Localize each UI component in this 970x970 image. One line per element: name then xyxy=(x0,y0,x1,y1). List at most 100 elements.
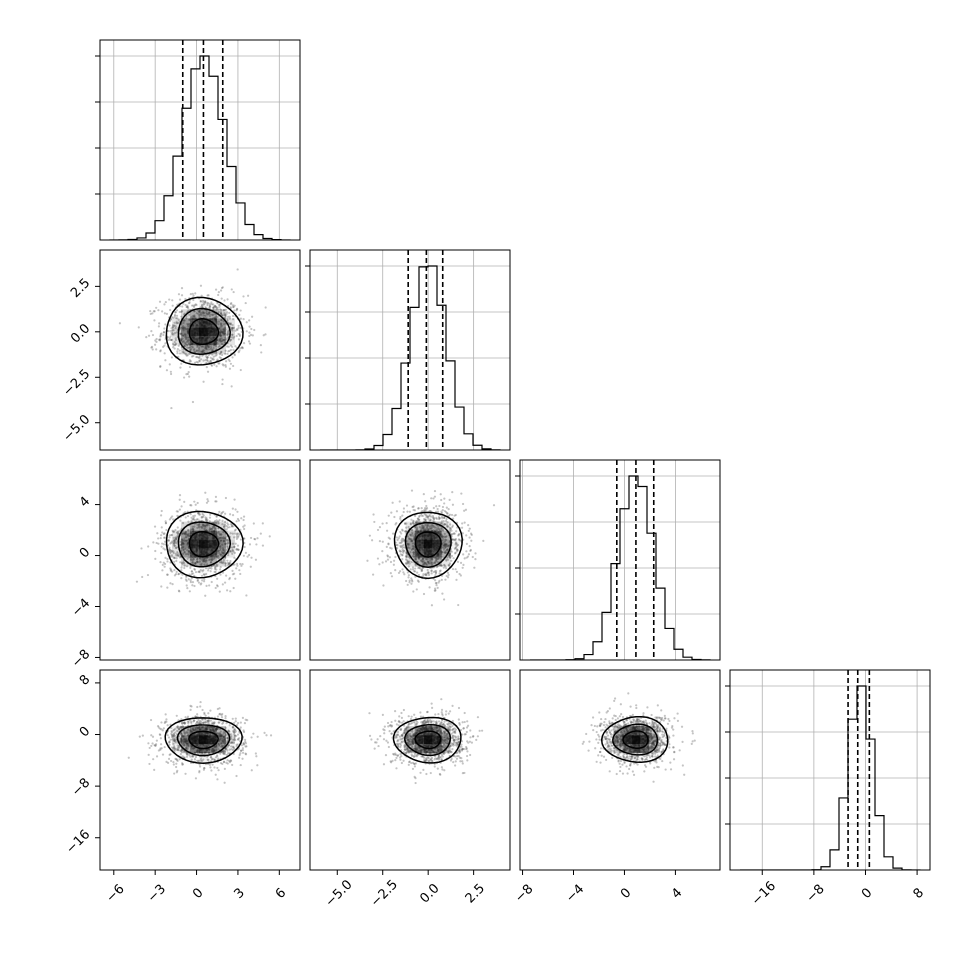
density-cell xyxy=(189,744,199,754)
y-tick-label: −2.5 xyxy=(60,367,93,400)
x-tick-label: −5.0 xyxy=(323,877,356,910)
density-cell xyxy=(405,557,415,567)
density-cell xyxy=(198,539,208,549)
y-tick-label: −4 xyxy=(69,596,93,620)
density-cell xyxy=(198,521,208,531)
density-cell xyxy=(198,354,208,364)
panel-frame xyxy=(309,669,511,871)
contour-1 xyxy=(176,724,231,757)
contour-0 xyxy=(622,730,649,749)
density-cell xyxy=(216,735,226,745)
density-cell xyxy=(172,726,181,735)
y-tick-label: 0 xyxy=(77,724,93,740)
density-cell xyxy=(225,735,235,745)
density-cell xyxy=(180,539,190,549)
panel-frame xyxy=(729,669,931,871)
density-panel-2-0: −8−404 xyxy=(69,459,301,671)
y-tick-label: −8 xyxy=(69,776,93,800)
y-tick-label: −5.0 xyxy=(60,412,93,445)
density-cell xyxy=(405,521,415,531)
density-cell xyxy=(189,521,199,531)
density-cell xyxy=(640,726,650,736)
density-cell xyxy=(432,726,442,736)
density-cell xyxy=(198,300,208,310)
density-cell xyxy=(649,735,659,745)
density-cell xyxy=(216,744,226,754)
contour-0 xyxy=(414,730,442,750)
density-cell xyxy=(171,336,181,346)
panel-frame xyxy=(99,249,301,451)
density-cell xyxy=(216,530,226,540)
density-cell xyxy=(414,744,424,754)
histogram-panel-1 xyxy=(305,249,511,451)
density-cell xyxy=(225,548,235,558)
density-cell xyxy=(207,726,217,736)
density-cell xyxy=(180,735,190,745)
density-cell xyxy=(414,726,424,736)
density-cell xyxy=(189,548,199,558)
density-cell xyxy=(432,557,442,567)
density-cell xyxy=(171,327,181,337)
histogram-bars xyxy=(109,55,291,240)
panel-frame xyxy=(519,669,721,871)
density-cell xyxy=(207,521,217,531)
x-tick-label: 0 xyxy=(190,886,206,902)
density-cell xyxy=(396,735,406,745)
density-cell xyxy=(216,327,226,337)
density-cell xyxy=(171,548,181,558)
density-cell xyxy=(180,309,190,319)
contour-1 xyxy=(177,521,232,568)
x-tick-label: −8 xyxy=(512,882,536,906)
density-cell xyxy=(414,521,424,531)
density-cell xyxy=(180,530,190,540)
y-tick-label: −8 xyxy=(69,647,93,671)
density-cell xyxy=(207,309,217,319)
density-cell xyxy=(216,726,226,736)
panel-frame xyxy=(519,459,721,661)
x-tick-label: −4 xyxy=(563,882,587,906)
density-cell xyxy=(189,309,199,319)
density-cell xyxy=(226,726,235,735)
x-tick-label: 0 xyxy=(859,886,875,902)
density-cell xyxy=(216,345,226,355)
contour-1 xyxy=(177,307,231,355)
contour-2 xyxy=(600,715,669,763)
contour-0 xyxy=(414,531,442,558)
density-cell xyxy=(450,735,460,745)
panel-frame xyxy=(309,459,511,661)
density-cell xyxy=(198,717,208,727)
y-tick-label: −16 xyxy=(63,827,93,857)
x-tick-label: 0 xyxy=(618,886,634,902)
density-cell xyxy=(640,744,650,754)
density-cell xyxy=(198,557,208,567)
panel-frame xyxy=(99,39,301,241)
density-cell xyxy=(180,548,190,558)
density-cell xyxy=(640,735,650,745)
density-panel-2-1 xyxy=(309,459,511,661)
x-tick-label: 2.5 xyxy=(463,881,488,906)
x-tick-label: 0.0 xyxy=(417,881,442,906)
x-tick-label: −6 xyxy=(103,882,127,906)
density-cell xyxy=(207,735,217,745)
density-cell xyxy=(189,345,199,355)
histogram-panel-2 xyxy=(515,459,721,661)
density-cell xyxy=(216,318,226,328)
density-cell xyxy=(405,530,415,540)
density-cell xyxy=(631,753,641,763)
density-cell xyxy=(441,530,451,540)
contour-1 xyxy=(404,723,452,757)
density-cell xyxy=(622,735,632,745)
density-cell xyxy=(199,513,208,522)
contour-2 xyxy=(164,717,243,765)
density-cell xyxy=(180,557,190,567)
density-cell xyxy=(405,548,415,558)
contour-0 xyxy=(188,318,220,346)
contour-1 xyxy=(404,521,452,569)
density-cell xyxy=(423,539,433,549)
contour-0 xyxy=(188,530,220,558)
density-cell xyxy=(207,539,217,549)
density-cell xyxy=(189,336,199,346)
